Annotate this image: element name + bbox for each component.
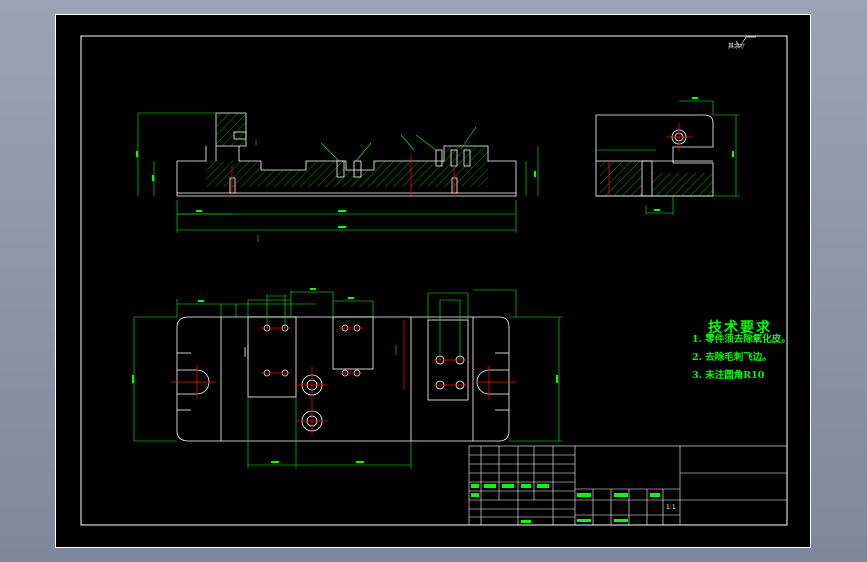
tech-requirement-item: 3. 未注圆角R10: [692, 370, 765, 381]
side-hatch-left: [600, 161, 642, 196]
title-block-scale: 1:1: [666, 504, 676, 511]
tech-requirements-title: 技术要求: [708, 320, 772, 336]
surface-note: 其余▽: [728, 43, 745, 50]
title-block-labels: [471, 484, 660, 523]
title-block: [468, 445, 788, 526]
side-center-lines: [608, 123, 693, 196]
tech-requirement-item: 1. 零件须去除氧化皮。: [692, 334, 791, 345]
drawing-sheet[interactable]: 其余▽ 技术要求 1. 零件须去除氧化皮。 2. 去除毛刺飞边。 3. 未注圆角…: [55, 14, 811, 548]
plan-view: [176, 316, 510, 442]
dimension-tick-marks: [132, 97, 734, 463]
front-center-lines: [231, 155, 455, 197]
drawing-canvas: [80, 35, 788, 526]
front-hatch: [206, 113, 488, 187]
plan-center-lines: [171, 320, 516, 435]
surface-finish-symbol: [735, 36, 756, 48]
side-hatch-right: [652, 173, 713, 196]
side-dimensions: [596, 100, 740, 215]
inner-border: [80, 35, 788, 526]
tech-requirement-item: 2. 去除毛刺飞边。: [692, 352, 772, 363]
front-dimensions: [137, 112, 539, 242]
